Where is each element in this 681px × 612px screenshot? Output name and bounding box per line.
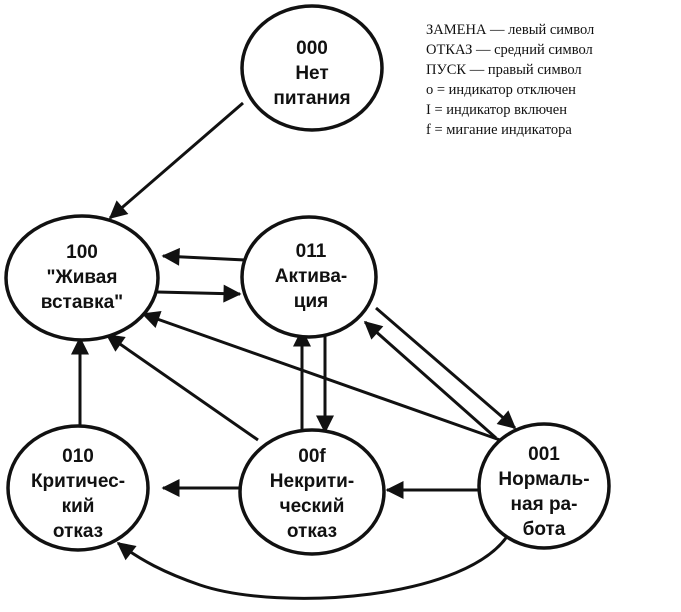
edge-normal-to-hot-insert: [141, 311, 501, 442]
edge-activation-to-normal: [375, 306, 517, 430]
edge-normal-to-activation: [363, 320, 497, 440]
node-noncritical-failure-code: 00f: [298, 446, 326, 467]
edges: [71, 101, 517, 600]
node-no-power-line2: питания: [273, 88, 350, 109]
node-no-power-code: 000: [296, 38, 328, 59]
node-noncritical-failure-line2: ческий: [280, 496, 345, 517]
node-critical-failure: 010 Критичес- кий отказ: [6, 424, 150, 552]
node-activation: 011 Актива- ция: [240, 215, 378, 339]
edge-activation-to-hot-insert: [161, 247, 246, 266]
legend: ЗАМЕНА — левый символ ОТКАЗ — средний си…: [426, 22, 594, 138]
node-hot-insert: 100 "Живая вставка": [4, 214, 160, 342]
node-normal-operation-line1: Нормаль-: [498, 469, 589, 490]
node-hot-insert-line1: "Живая: [47, 267, 118, 288]
node-activation-code: 011: [296, 241, 327, 262]
edge-noncritical-to-hot-insert: [105, 333, 259, 442]
node-normal-operation-line3: бота: [523, 519, 566, 540]
node-critical-failure-line3: отказ: [53, 521, 103, 542]
edge-hot-insert-to-activation: [156, 284, 242, 303]
edge-normal-to-critical-curve: [116, 531, 512, 600]
node-noncritical-failure: 00f Некрити- ческий отказ: [238, 428, 386, 556]
legend-line-6: f = мигание индикатора: [426, 122, 572, 138]
legend-line-4: o = индикатор отключен: [426, 82, 576, 98]
node-hot-insert-shape: [4, 214, 160, 342]
node-hot-insert-line2: вставка": [41, 292, 123, 313]
node-activation-shape: [240, 215, 378, 339]
edge-no-power-to-hot-insert: [108, 101, 244, 220]
legend-line-2: ОТКАЗ — средний символ: [426, 42, 593, 58]
node-critical-failure-line1: Критичес-: [31, 471, 125, 492]
node-critical-failure-line2: кий: [62, 496, 95, 517]
node-critical-failure-shape: [6, 424, 150, 552]
node-noncritical-failure-line3: отказ: [287, 521, 337, 542]
legend-line-3: ПУСК — правый символ: [426, 62, 582, 78]
node-noncritical-failure-line1: Некрити-: [270, 471, 354, 492]
legend-line-1: ЗАМЕНА — левый символ: [426, 22, 594, 38]
node-noncritical-failure-shape: [238, 428, 386, 556]
node-no-power-line1: Нет: [295, 63, 328, 84]
legend-line-5: I = индикатор включен: [426, 102, 567, 118]
node-activation-line1: Актива-: [275, 266, 348, 287]
node-normal-operation: 001 Нормаль- ная ра- бота: [477, 422, 611, 550]
node-normal-operation-shape: [477, 422, 611, 550]
node-no-power: 000 Нет питания: [240, 4, 384, 132]
node-hot-insert-code: 100: [66, 242, 98, 263]
node-normal-operation-line2: ная ра-: [511, 494, 578, 515]
node-normal-operation-code: 001: [528, 444, 560, 465]
node-critical-failure-code: 010: [62, 446, 94, 467]
node-no-power-shape: [240, 4, 384, 132]
node-activation-line2: ция: [294, 291, 328, 312]
